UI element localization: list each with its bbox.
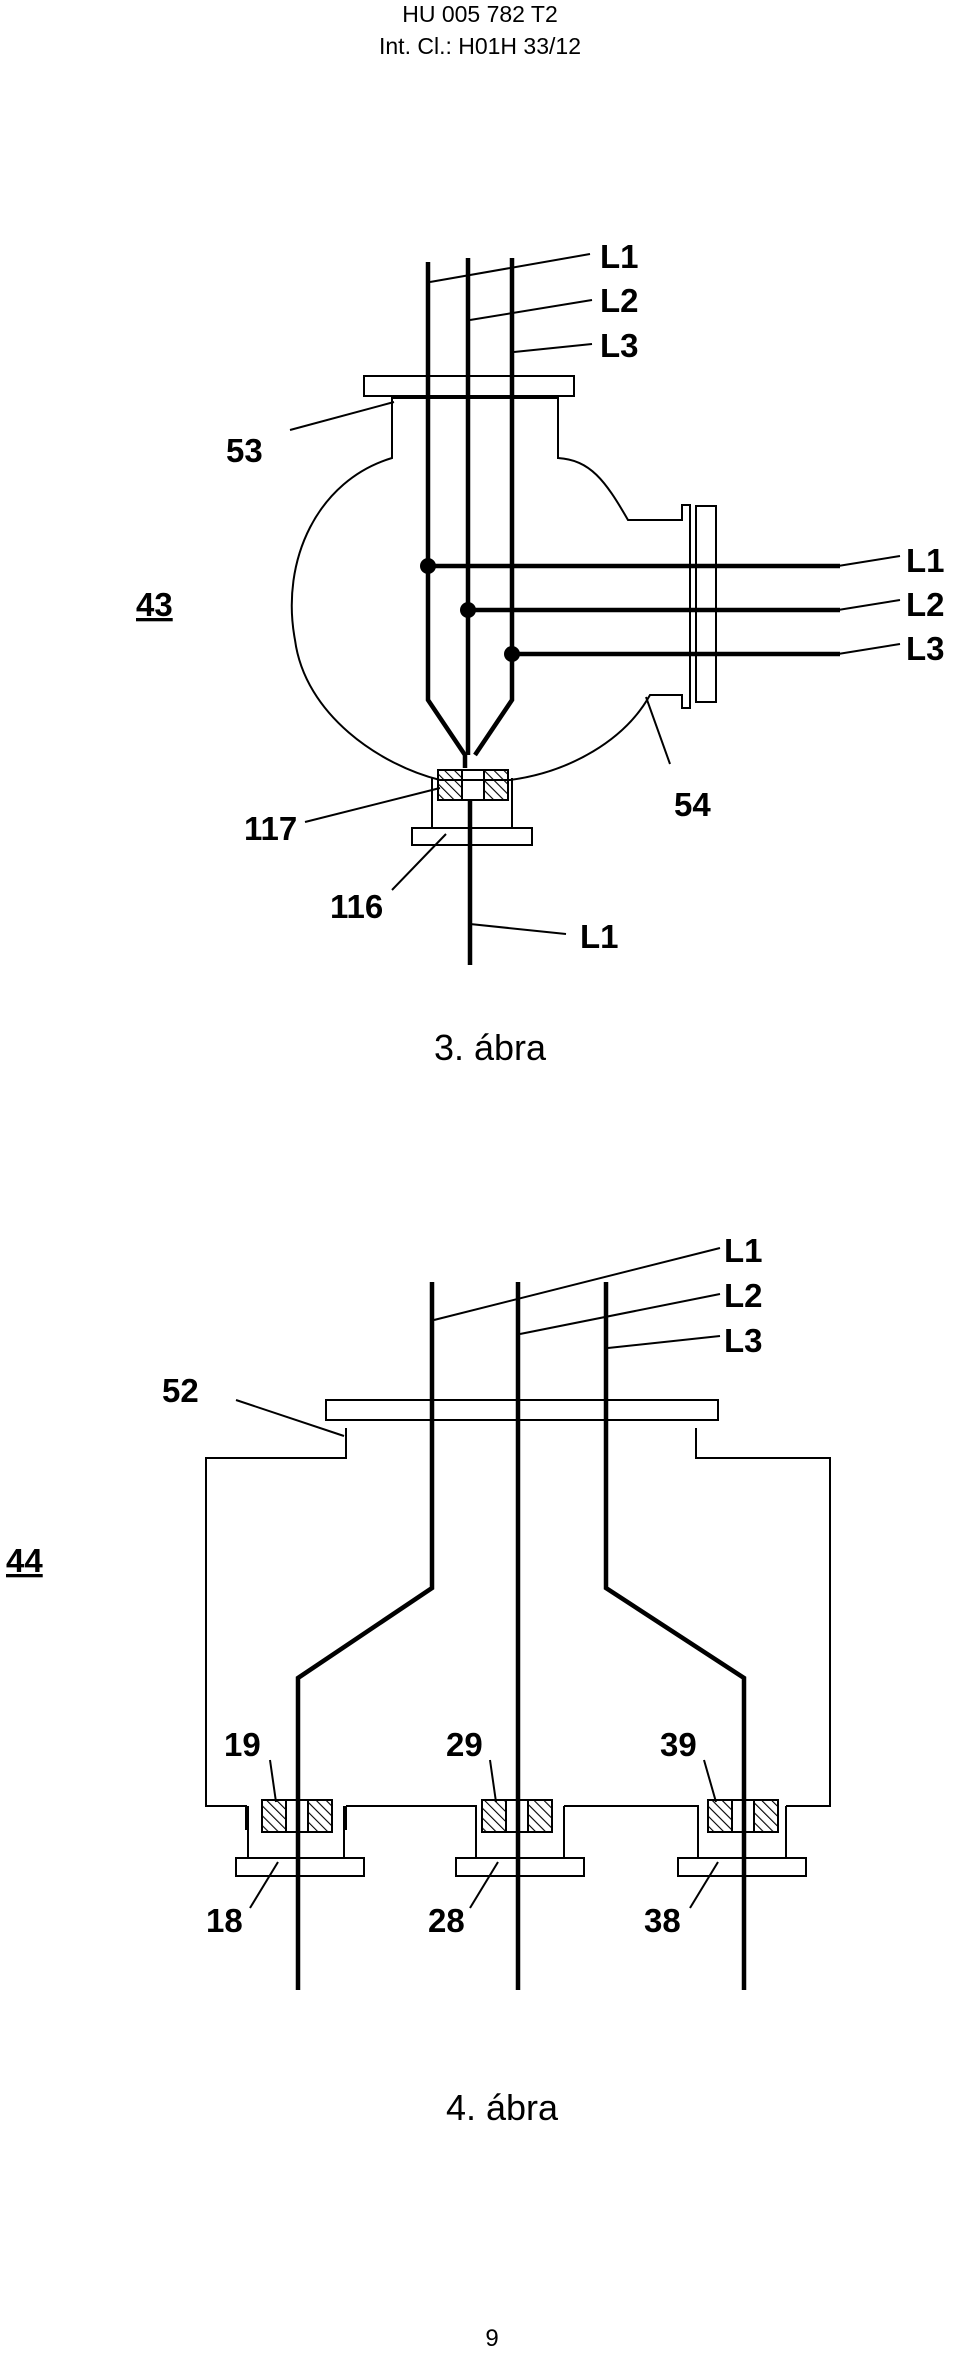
- fig3-leader-lines: [289, 253, 901, 935]
- fig3-label-bottom-l1: L1: [580, 918, 619, 955]
- fig3-label-43: 43: [136, 586, 173, 623]
- fig4-conductor-l1: [295, 1282, 435, 1990]
- fig3-caption: 3. ábra: [434, 1027, 547, 1068]
- fig3-contact-right: [483, 769, 509, 801]
- page-number: 9: [485, 2325, 498, 2352]
- fig4-contact-3: [707, 1799, 779, 1833]
- fig3-contact-outline: [437, 769, 509, 801]
- fig3-label-54: 54: [674, 786, 711, 823]
- fig4-label-19: 19: [224, 1726, 261, 1763]
- fig4-top-flange: [325, 1399, 719, 1421]
- fig4-label-top-l3: L3: [724, 1322, 763, 1359]
- fig3-junction-l1: [420, 558, 436, 574]
- fig3-junction-l3: [504, 646, 520, 662]
- fig4-label-44: 44: [6, 1542, 43, 1579]
- fig3-junction-l2: [460, 602, 476, 618]
- fig3-housing-outline: [290, 397, 691, 781]
- fig3-bottom-collar: [431, 778, 513, 828]
- fig3-contact-left: [437, 769, 463, 801]
- fig4-label-18: 18: [206, 1902, 243, 1939]
- fig4-contact-1: [261, 1799, 333, 1833]
- fig3-label-53: 53: [226, 432, 263, 469]
- fig4-label-top-l2: L2: [724, 1277, 763, 1314]
- patent-number: HU 005 782 T2: [402, 1, 558, 27]
- fig3-conductor-l3: [473, 258, 515, 757]
- fig3-side-flange: [695, 505, 717, 703]
- fig4-label-52: 52: [162, 1372, 199, 1409]
- fig4-label-28: 28: [428, 1902, 465, 1939]
- figure-3: L1 L2 L3 53 43 L1 L2 L3 54 117 116 L1 3.…: [136, 238, 945, 1068]
- fig4-label-top-l1: L1: [724, 1232, 763, 1269]
- fig4-conductor-l3: [603, 1282, 747, 1990]
- classification: Int. Cl.: H01H 33/12: [379, 33, 581, 59]
- fig4-caption: 4. ábra: [446, 2087, 559, 2128]
- fig3-label-side-l1: L1: [906, 542, 945, 579]
- fig3-label-top-l2: L2: [600, 282, 639, 319]
- fig3-label-top-l1: L1: [600, 238, 639, 275]
- fig4-label-29: 29: [446, 1726, 483, 1763]
- fig4-label-38: 38: [644, 1902, 681, 1939]
- fig3-label-116: 116: [330, 888, 383, 925]
- fig4-collars: [247, 1806, 787, 1858]
- fig3-conductor-l1: [425, 262, 468, 768]
- fig4-leader-lines: [235, 1247, 721, 1909]
- fig4-label-39: 39: [660, 1726, 697, 1763]
- fig3-label-side-l3: L3: [906, 630, 945, 667]
- fig3-label-top-l3: L3: [600, 327, 639, 364]
- fig3-label-117: 117: [244, 810, 297, 847]
- fig4-contact-2: [481, 1799, 553, 1833]
- figure-4: L1 L2 L3 52 44 19 29 39 18 28 38 4. ábra: [6, 1232, 831, 2128]
- fig3-label-side-l2: L2: [906, 586, 945, 623]
